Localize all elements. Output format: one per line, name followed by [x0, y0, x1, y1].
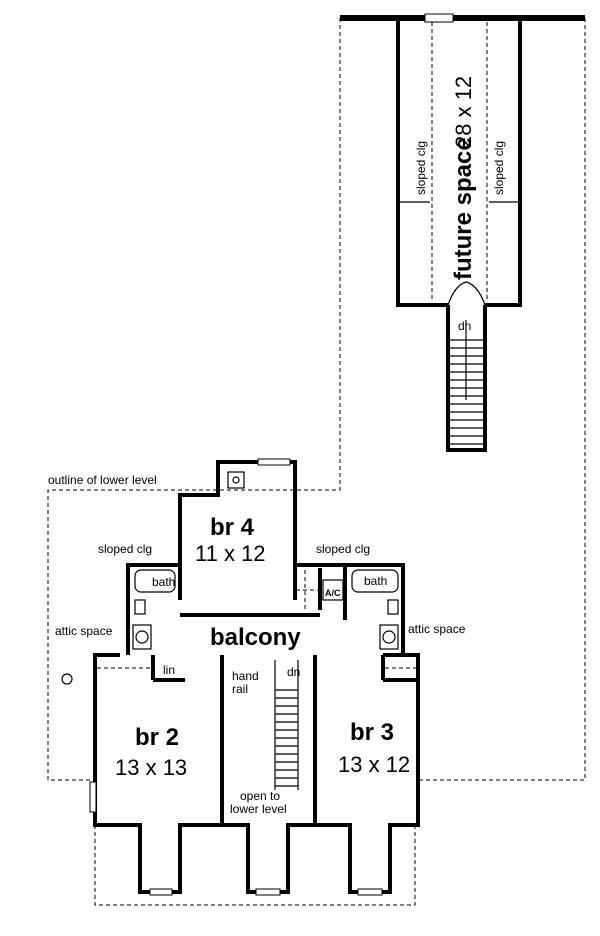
center-stair	[274, 660, 299, 790]
bath-left: bath	[152, 575, 175, 589]
br4-size: 11 x 12	[195, 541, 266, 566]
ac-label: A/C	[325, 588, 341, 598]
attic-space-left: attic space	[55, 624, 113, 638]
lower-level-outline	[47, 18, 586, 906]
br3-size: 13 x 12	[338, 752, 410, 777]
br2-size: 13 x 13	[115, 755, 187, 780]
future-space-room	[396, 20, 522, 307]
bath-right: bath	[364, 574, 387, 588]
br2-name: br 2	[135, 724, 179, 751]
walls	[93, 458, 420, 894]
sloped-clg-future-left: sloped clg	[414, 141, 428, 195]
future-stair-dn: dn	[458, 319, 471, 333]
roof-edge	[340, 15, 585, 21]
br3-name: br 3	[350, 719, 394, 746]
br4-name: br 4	[210, 514, 255, 541]
sloped-clg-future-right: sloped clg	[492, 141, 506, 195]
attic-space-right: attic space	[408, 622, 466, 636]
sloped-clg-right: sloped clg	[316, 542, 370, 556]
linen-label: lin	[163, 663, 175, 677]
balcony-label: balcony	[210, 624, 301, 651]
open-to-1: open to	[240, 789, 280, 803]
future-stair-treads	[450, 339, 483, 445]
open-to-2: lower level	[230, 802, 287, 816]
stair-dn: dn	[287, 665, 300, 679]
future-space-size: 28 x 12	[451, 76, 476, 148]
bath-fixtures	[61, 569, 399, 685]
outline-label: outline of lower level	[48, 473, 157, 487]
future-space-name: future space	[450, 137, 477, 280]
sloped-clg-left: sloped clg	[98, 542, 152, 556]
hand-rail-1: hand	[232, 669, 259, 683]
hand-rail-2: rail	[232, 682, 248, 696]
future-stair	[446, 305, 487, 452]
